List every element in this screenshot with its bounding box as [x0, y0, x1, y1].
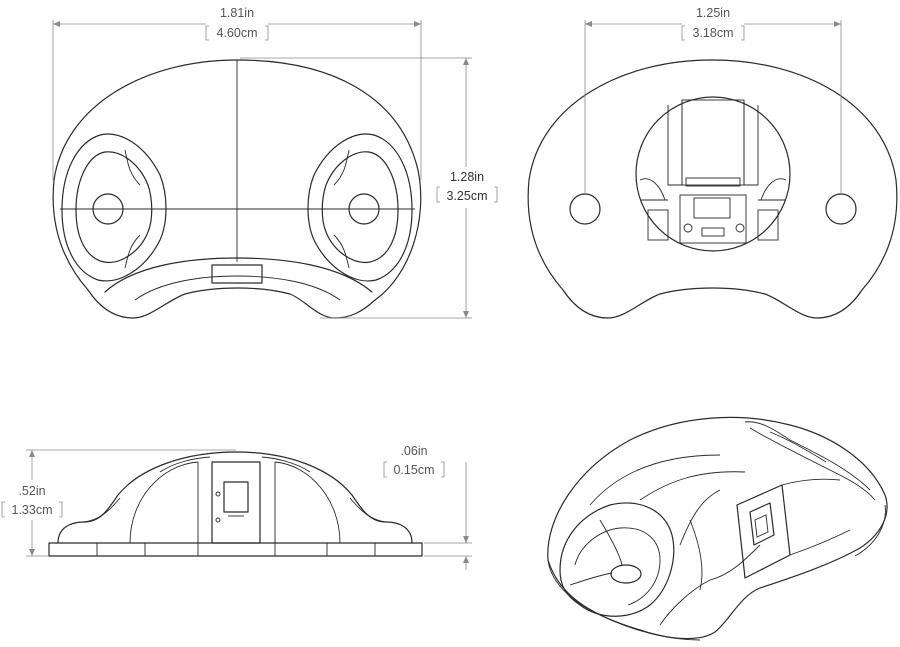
dimension-top-width: 1.81in 4.60cm: [52, 6, 422, 180]
dimension-base-thickness: .06in 0.15cm: [383, 444, 472, 570]
base-thickness-cm: 0.15cm: [394, 463, 435, 477]
side-height-in: .52in: [18, 484, 45, 498]
base-thickness-in: .06in: [400, 444, 427, 458]
side-height-cm: 1.33cm: [12, 503, 53, 517]
rear-right-hole: [825, 193, 857, 225]
iso-connector: [749, 502, 775, 546]
side-connector: [223, 481, 249, 513]
dimension-side-height: .52in 1.33cm: [1, 449, 236, 557]
height-cm: 3.25cm: [447, 189, 488, 203]
right-hole: [348, 193, 380, 225]
rear-left-hole: [569, 193, 601, 225]
iso-connector-panel: [736, 484, 791, 579]
rear-width-in: 1.25in: [696, 6, 730, 20]
top-width-cm: 4.60cm: [217, 26, 258, 40]
dimension-rear-width: 1.25in 3.18cm: [584, 6, 842, 195]
rear-opening: [635, 96, 791, 252]
top-view: [52, 59, 422, 319]
side-view: [48, 451, 423, 557]
left-hole: [92, 193, 124, 225]
rear-width-cm: 3.18cm: [693, 26, 734, 40]
height-in: 1.28in: [450, 170, 484, 184]
base-plate: [48, 542, 423, 557]
rear-view: [527, 59, 898, 319]
connector-slot: [211, 264, 263, 284]
isometric-view: [547, 416, 888, 641]
top-width-in: 1.81in: [220, 6, 254, 20]
dimension-height: 1.28in 3.25cm: [240, 57, 498, 319]
side-panel: [211, 461, 261, 544]
iso-hole: [610, 564, 642, 584]
